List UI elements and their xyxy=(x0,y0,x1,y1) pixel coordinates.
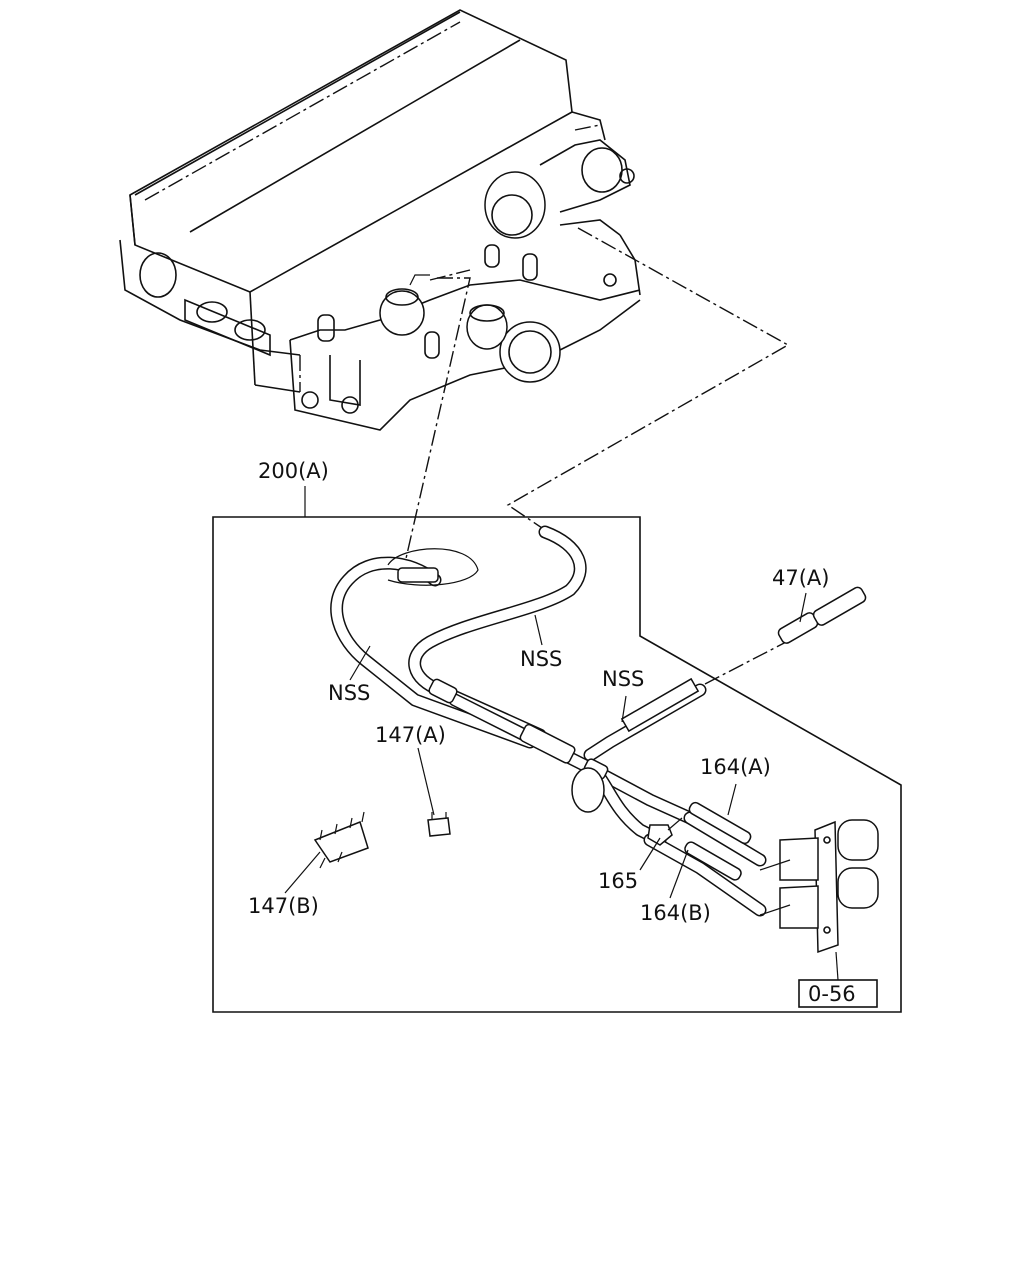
hose-nss-middle xyxy=(408,525,587,742)
engine-assembly xyxy=(119,9,641,431)
label-165: 165 xyxy=(598,869,638,893)
label-nss-left: NSS xyxy=(328,681,370,705)
label-nss-middle: NSS xyxy=(520,647,562,671)
hose-164a xyxy=(688,801,752,845)
pipe-47a xyxy=(777,586,867,644)
label-nss-right: NSS xyxy=(602,667,644,691)
solenoid-valve-bracket xyxy=(759,819,879,954)
connector-165 xyxy=(647,817,683,846)
hose-nss-right xyxy=(583,677,707,762)
label-147a: 147(A) xyxy=(375,723,446,747)
hose-164b xyxy=(684,841,742,881)
label-200a: 200(A) xyxy=(258,459,329,483)
label-47a: 47(A) xyxy=(772,566,829,590)
assembly-frame xyxy=(212,516,902,1013)
clip-147a xyxy=(427,812,451,837)
label-164a: 164(A) xyxy=(700,755,771,779)
label-147b: 147(B) xyxy=(248,894,319,918)
reference-box-label: 0-56 xyxy=(808,982,856,1006)
leader-engine-to-hose-top xyxy=(401,277,471,577)
leader-pipe-47a xyxy=(704,639,791,685)
clip-147b xyxy=(313,811,369,869)
leader-egr-to-hose xyxy=(506,227,790,531)
reference-box: 0-56 xyxy=(798,979,878,1008)
hose-nss-left xyxy=(330,556,537,749)
label-164b: 164(B) xyxy=(640,901,711,925)
